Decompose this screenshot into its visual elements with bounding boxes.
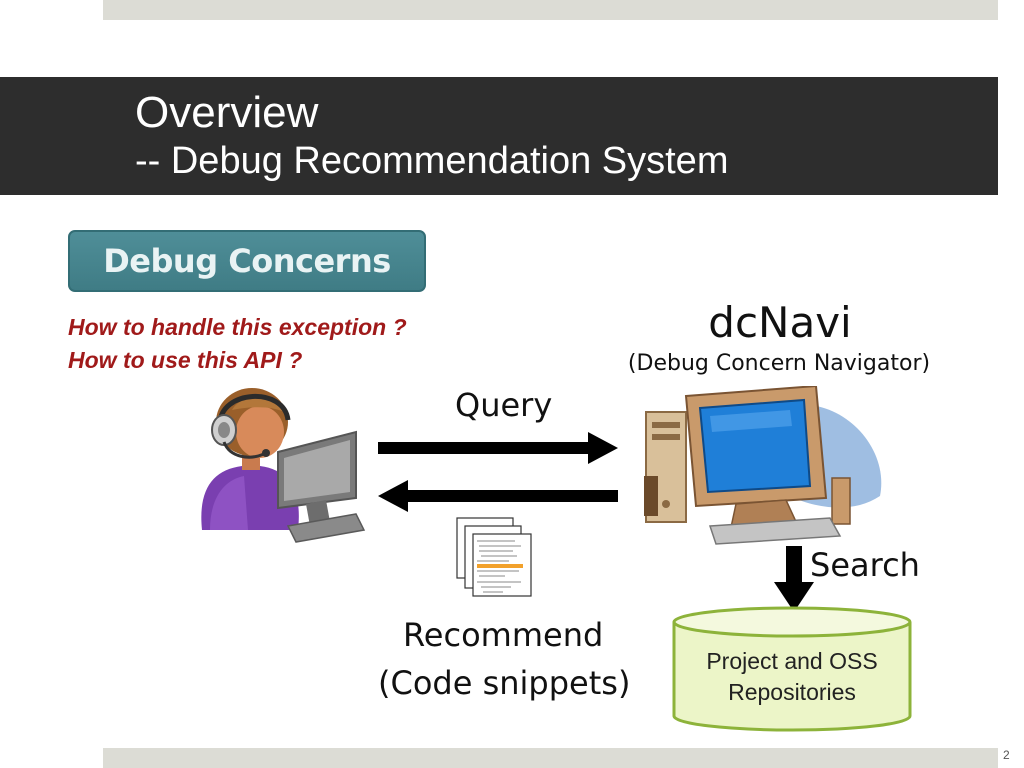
page-number: 2 [1003,748,1010,762]
question-api: How to use this API ? [68,347,303,373]
developer-icon [201,388,366,543]
system-full-name: (Debug Concern Navigator) [627,351,931,376]
question-exception: How to handle this exception ? [68,314,407,340]
title-bar [0,77,998,195]
repository-label-line2: Repositories [728,679,856,705]
debug-concerns-box: Debug Concerns [68,230,426,292]
search-arrow [774,546,814,612]
query-arrow [378,432,618,464]
top-decor-strip [103,0,998,20]
recommend-sublabel: (Code snippets) [378,664,631,702]
repository-label: Project and OSS Repositories [676,646,908,708]
search-label: Search [810,546,920,584]
repository-cylinder [672,606,912,732]
query-label: Query [455,386,553,424]
repository-label-line1: Project and OSS [706,648,878,674]
slide-title: Overview [135,88,319,137]
debug-concerns-label: Debug Concerns [103,242,391,280]
bottom-decor-strip [103,748,998,768]
system-name: dcNavi [708,298,852,347]
recommend-label: Recommend [403,616,604,654]
code-snippets-icon [456,517,532,597]
slide-subtitle: -- Debug Recommendation System [135,140,729,182]
recommend-arrow [378,480,618,512]
computer-icon [644,386,882,545]
